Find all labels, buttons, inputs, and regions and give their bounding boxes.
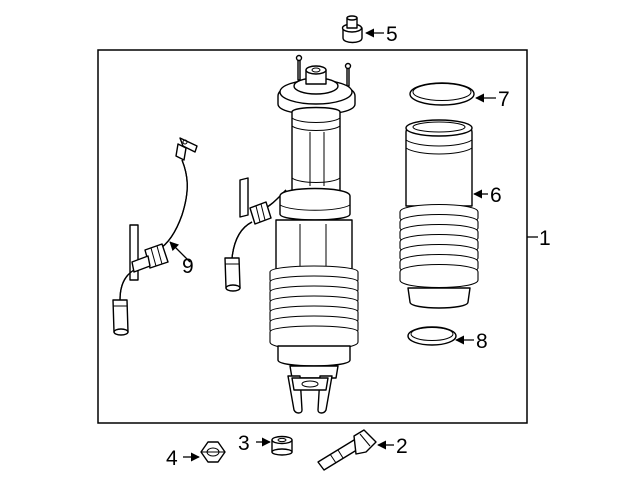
strut-sensor-cable [224, 177, 287, 292]
callout-3: 3 [238, 432, 250, 455]
part-6-air-sleeve[interactable] [399, 119, 479, 309]
callout-1: 1 [539, 227, 551, 250]
part-2-bolt[interactable] [317, 429, 377, 471]
callout-2: 2 [396, 435, 408, 458]
part-5-top-nut[interactable] [341, 15, 363, 44]
callout-4: 4 [166, 447, 178, 470]
part-3-washer[interactable] [271, 435, 293, 456]
callout-9: 9 [182, 255, 194, 278]
strut-bellows [269, 265, 359, 350]
callout-6: 6 [490, 184, 502, 207]
part-9-sensor-cable[interactable] [112, 137, 198, 336]
callout-5: 5 [386, 23, 398, 46]
part-8-lower-ring[interactable] [407, 326, 457, 346]
callout-7: 7 [498, 88, 510, 111]
part-4-nut[interactable] [200, 441, 226, 463]
part-7-upper-ring[interactable] [409, 82, 475, 106]
callout-8: 8 [476, 330, 488, 353]
air-strut-assembly[interactable] [269, 54, 359, 414]
